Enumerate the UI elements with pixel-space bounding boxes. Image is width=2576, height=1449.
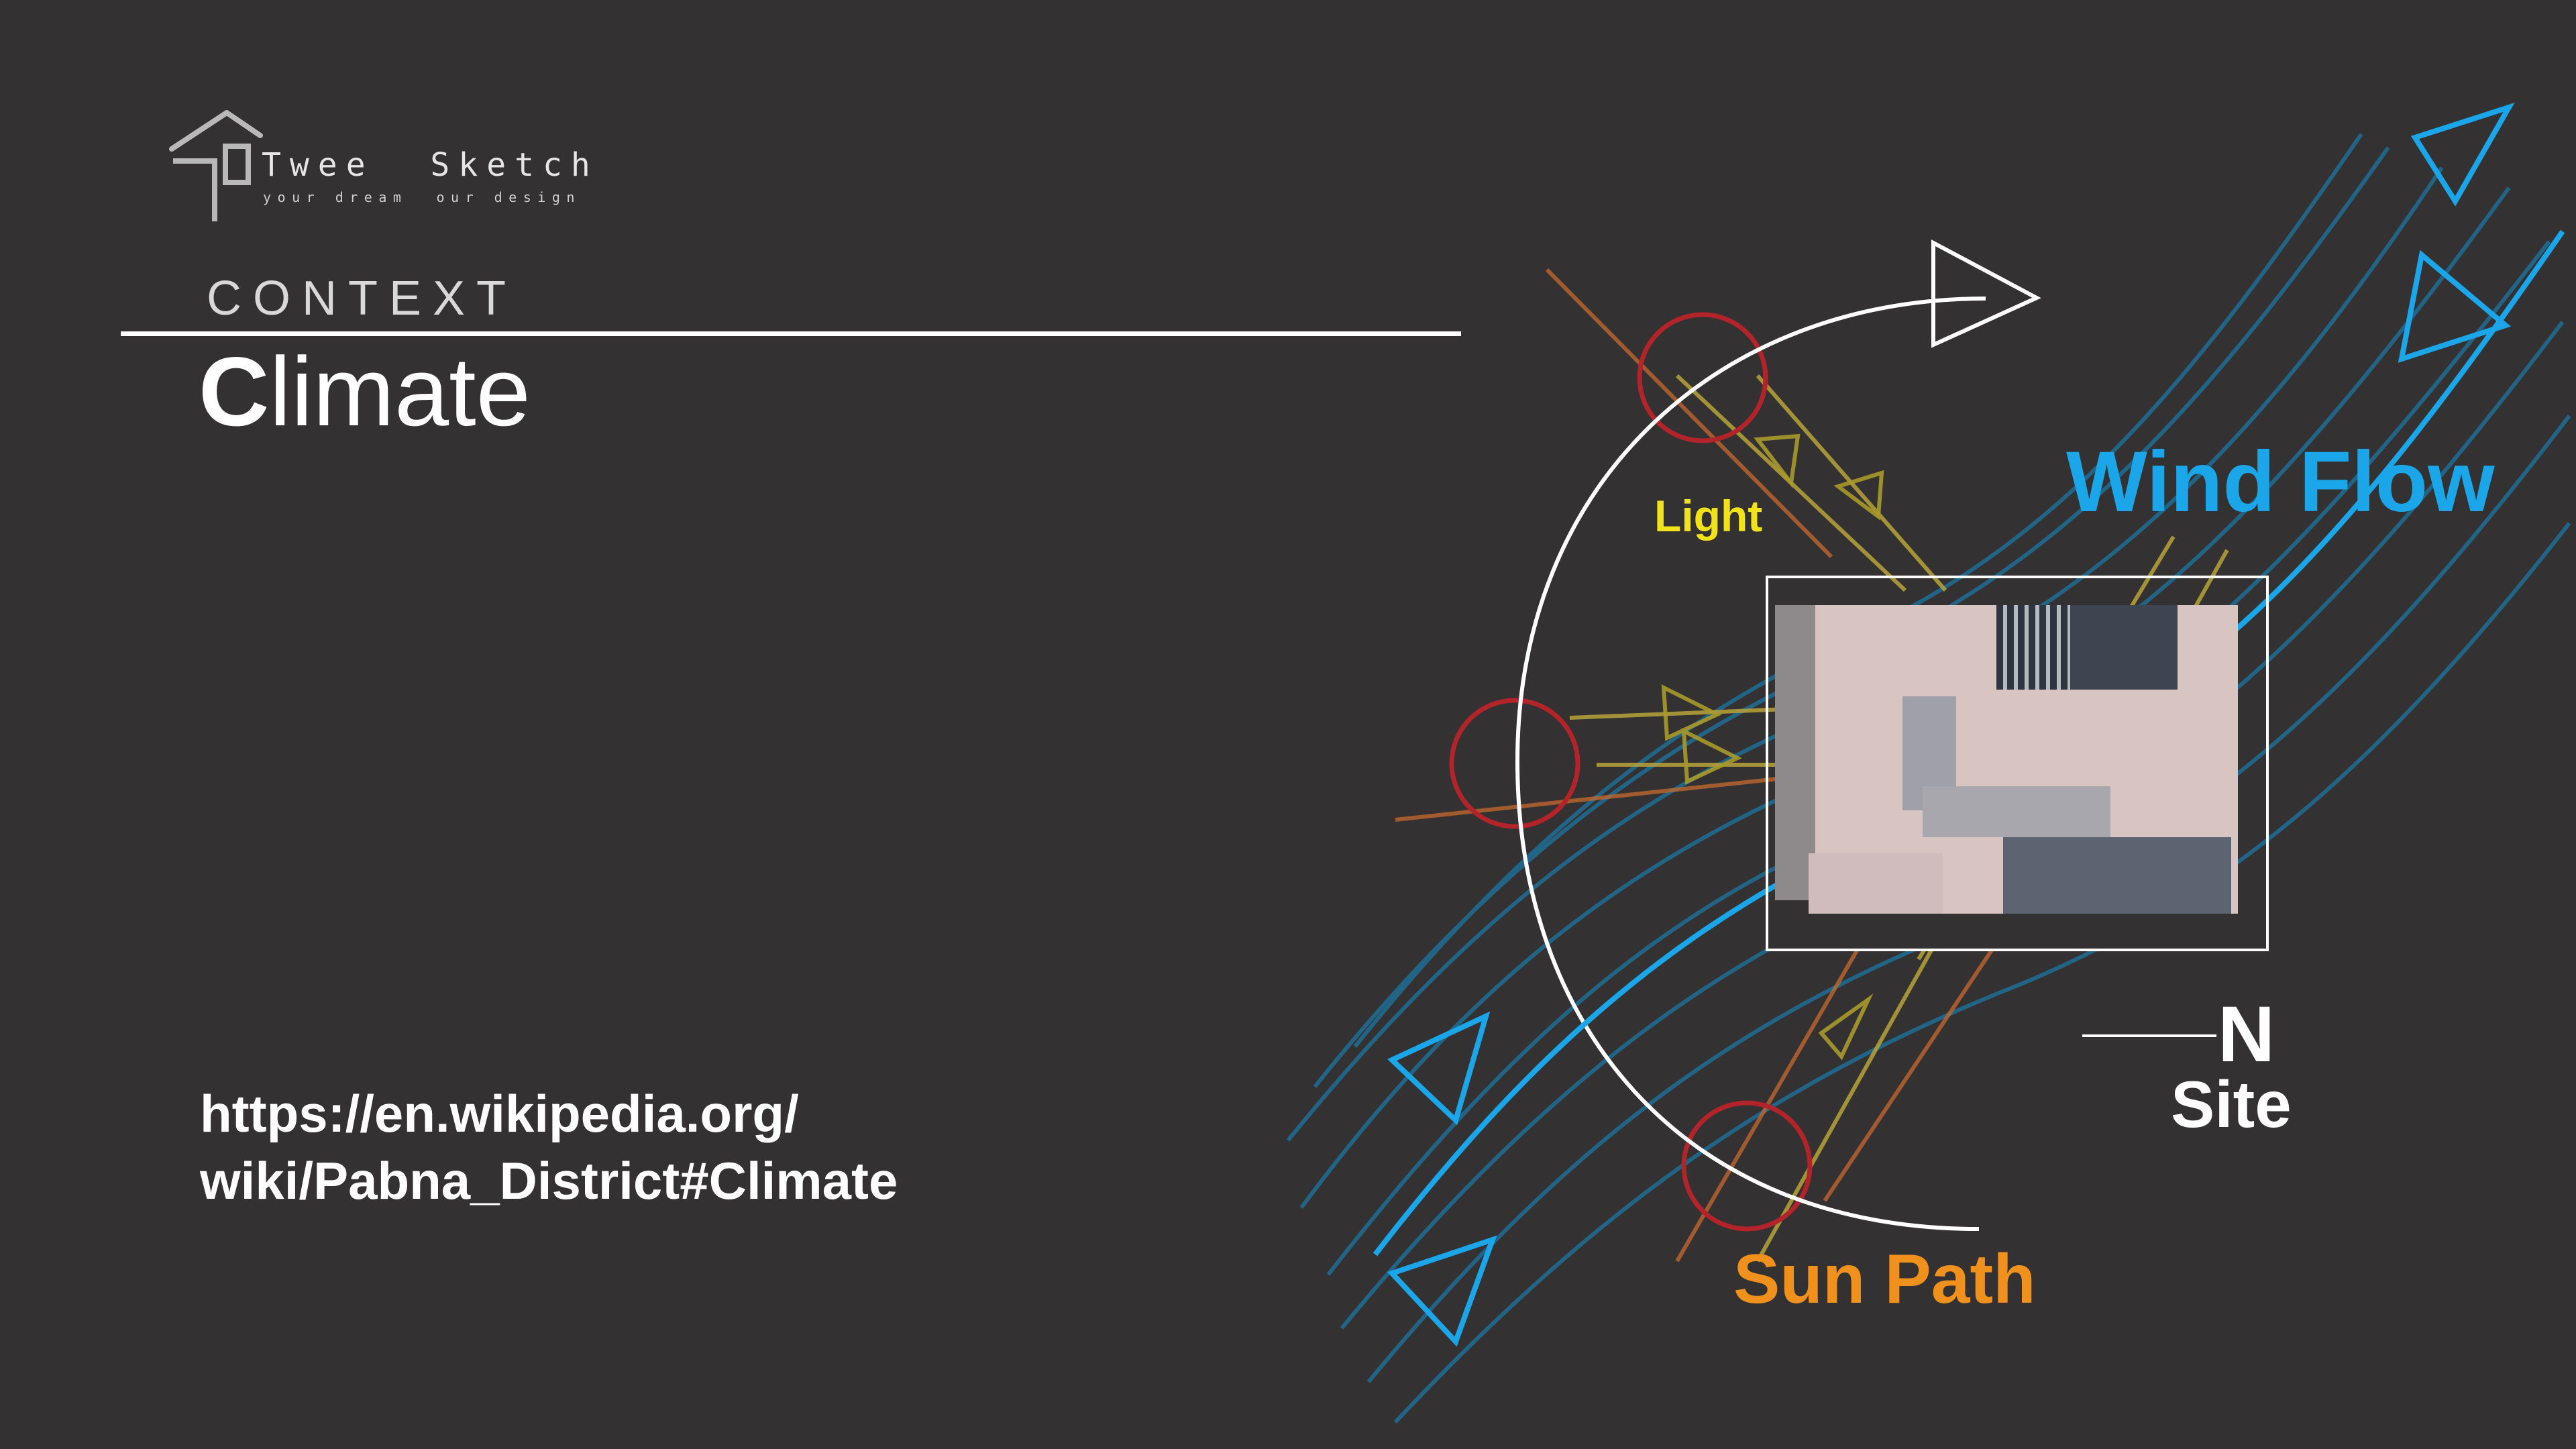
source-link-line-1: https://en.wikipedia.org/ [200,1084,799,1143]
source-link-line-2: wiki/Pabna_District#Climate [200,1151,898,1210]
title-divider [121,331,1461,336]
page-title: Climate [199,335,531,448]
wind-arrowhead-icon [1387,1235,1497,1347]
page-title-initial: C [199,337,270,446]
site-plan [1766,576,2269,951]
sun-path-arc [1515,239,2041,1231]
sun-marker-noon [1449,698,1580,829]
sun-marker-evening [1681,1100,1813,1232]
arrowhead-icon [1833,470,1884,521]
site-plan-edge [1768,914,2266,949]
site-plan-wall [1809,853,1943,914]
site-plan-wall [1923,786,2110,837]
house-outline-icon [169,110,263,221]
sun-path-arrowhead-icon [1931,239,2041,348]
sun-marker-morning [1637,312,1768,443]
site-plan-wall [1775,605,1815,900]
brand-logo: Twee Sketch your dream our design [166,107,609,228]
label-wind-flow: Wind Flow [2066,434,2495,530]
brand-name: Twee Sketch [262,146,599,184]
brand-tagline: your dream our design [263,189,581,205]
arrowhead-icon [1661,684,1722,741]
arrowhead-icon [1754,433,1801,488]
site-plan-roof [2070,605,2178,690]
section-label: CONTEXT [207,272,518,325]
arrowhead-icon [1681,727,1742,785]
site-plan-corridor [2003,837,2231,924]
page-title-rest: limate [269,337,531,446]
label-sun-path: Sun Path [1733,1240,2036,1318]
wind-arrowheads [1387,103,2515,1347]
site-plan-stair [1996,605,2070,690]
label-site: Site [2171,1067,2292,1141]
wind-arrowhead-icon [1387,1011,1491,1126]
light-arrowheads [1661,433,1884,1061]
label-north: N [2218,990,2275,1079]
wind-arrowhead-icon [2398,250,2512,363]
label-light: Light [1654,491,1762,541]
source-link[interactable]: https://en.wikipedia.org/ wiki/Pabna_Dis… [200,1080,898,1214]
wind-arrowhead-icon [2410,103,2515,207]
sun-position-markers [1449,312,1813,1232]
arrowhead-icon [1818,993,1874,1061]
